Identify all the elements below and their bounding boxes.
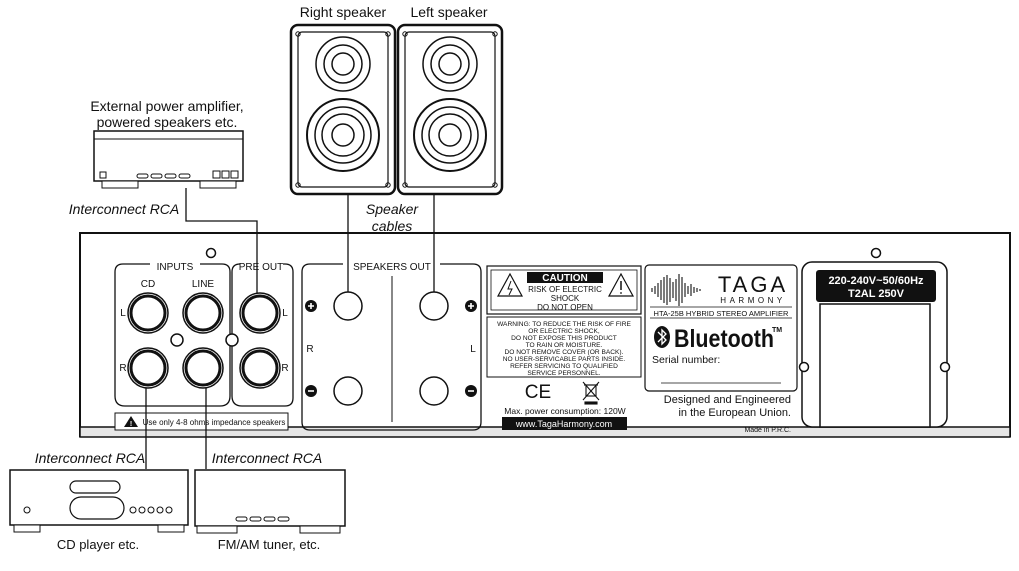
rca-jacks	[127, 292, 281, 389]
fuse-label: T2AL 250V	[848, 288, 905, 300]
speakers-out-label: SPEAKERS OUT	[353, 262, 431, 273]
warning-triangle-icon	[124, 416, 138, 427]
left-speaker	[396, 23, 504, 196]
exclamation-icon	[607, 272, 635, 297]
warning-line: SERVICE PERSONNEL.	[527, 370, 600, 377]
right-speaker-label: Right speaker	[300, 4, 387, 20]
ce-mark: CE	[525, 382, 551, 403]
inputs-l-label: L	[120, 308, 126, 319]
caution-title: CAUTION	[542, 273, 588, 284]
preout-cable	[185, 188, 258, 298]
impedance-warning: !	[114, 412, 289, 431]
speakers-out-section	[301, 263, 482, 431]
right-speaker	[289, 23, 397, 196]
left-speaker-label: Left speaker	[410, 4, 487, 20]
power-section	[798, 261, 951, 428]
preout-l-label: L	[282, 308, 288, 319]
made-in-label: Made in P.R.C.	[744, 427, 791, 434]
warning-line: TO RAIN OR MOISTURE.	[526, 342, 603, 349]
caution-line-2: SHOCK	[551, 294, 580, 303]
designed-line-1: Designed and Engineered	[664, 394, 791, 406]
interconnect-rca-top-label: Interconnect RCA	[69, 201, 180, 217]
brand-harmony: HARMONY	[720, 296, 785, 305]
speaker-cables	[347, 194, 435, 295]
caution-label	[486, 265, 642, 315]
fm-am-tuner	[194, 469, 346, 534]
cd-label: CD	[141, 279, 155, 290]
power-consumption: Max. power consumption: 120W	[504, 406, 625, 416]
warning-line: REFER SERVICING TO QUALIFIED	[510, 363, 618, 370]
brand-taga: TAGA	[718, 272, 788, 297]
external-power-amplifier	[93, 130, 244, 189]
caution-line-1: RISK OF ELECTRIC	[528, 285, 602, 294]
bluetooth-tm: TM	[772, 327, 782, 334]
taga-logo-wave	[651, 274, 701, 306]
minus-icon	[305, 385, 317, 397]
speaker-cables-label: Speaker	[366, 201, 419, 217]
caution-line-3: DO NOT OPEN	[537, 303, 593, 312]
cd-player	[9, 469, 189, 533]
preout-label: PRE OUT	[239, 262, 283, 273]
inputs-label: INPUTS	[157, 262, 194, 273]
warning-line: NO USER-SERVICABLE PARTS INSIDE.	[503, 356, 626, 363]
speaker-cables-label-2: cables	[372, 218, 412, 234]
warning-line: DO NOT REMOVE COVER (OR BACK).	[505, 349, 624, 356]
impedance-warning-text: Use only 4-8 ohms impedance speakers	[143, 418, 286, 427]
serial-number-label: Serial number:	[652, 354, 720, 366]
warning-block: WARNING: TO REDUCE THE RISK OF FIRE OR E…	[486, 316, 642, 378]
bluetooth-icon	[654, 326, 670, 348]
voltage-label: 220-240V~50/60Hz	[828, 275, 924, 287]
tuner-label: FM/AM tuner, etc.	[218, 537, 321, 552]
weee-bin-icon	[582, 381, 600, 405]
designed-line-2: in the European Union.	[678, 407, 791, 419]
warning-line: OR ELECTRIC SHOCK,	[528, 328, 600, 335]
plus-icon	[465, 300, 477, 312]
interconnect-rca-cd-label: Interconnect RCA	[35, 450, 146, 466]
bluetooth-wordmark: Bluetooth	[674, 325, 774, 353]
inputs-section	[114, 263, 294, 407]
inputs-r-label: R	[119, 363, 126, 374]
external-amp-label: External power amplifier,	[90, 98, 243, 114]
cd-player-label: CD player etc.	[57, 537, 139, 552]
website-badge	[502, 417, 627, 430]
model-label: HTA-25B HYBRID STEREO AMPLIFIER	[654, 309, 789, 318]
brand-block	[644, 264, 798, 392]
warning-line: WARNING: TO REDUCE THE RISK OF FIRE	[497, 321, 631, 328]
plus-icon	[305, 300, 317, 312]
minus-icon	[465, 385, 477, 397]
external-amp-label-2: powered speakers etc.	[97, 114, 238, 130]
speakers-r-label: R	[306, 344, 313, 355]
interconnect-rca-tuner-label: Interconnect RCA	[212, 450, 323, 466]
preout-r-label: R	[281, 363, 288, 374]
line-label: LINE	[192, 279, 215, 290]
warning-line: DO NOT EXPOSE THIS PRODUCT	[511, 335, 617, 342]
svg-text:!: !	[130, 421, 132, 428]
speakers-l-label: L	[470, 344, 476, 355]
lightning-icon	[496, 272, 524, 297]
website-text: www.TagaHarmony.com	[515, 419, 612, 429]
